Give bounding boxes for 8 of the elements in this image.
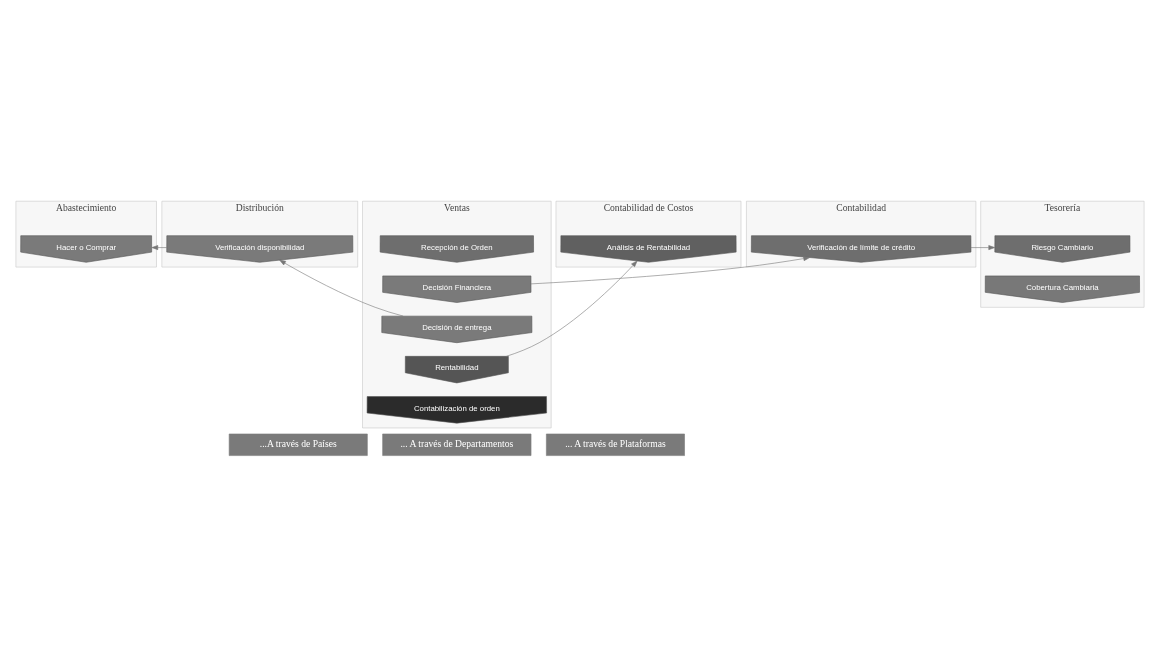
- arrow: [279, 259, 404, 317]
- label: ... A través de Departamentos: [400, 438, 514, 450]
- arrow: [530, 256, 810, 285]
- arrow: [506, 260, 638, 357]
- arrow: [970, 245, 996, 250]
- label: ...A través de Países: [259, 438, 337, 450]
- label: ... A través de Plataformas: [565, 438, 666, 450]
- arrow: [151, 245, 168, 250]
